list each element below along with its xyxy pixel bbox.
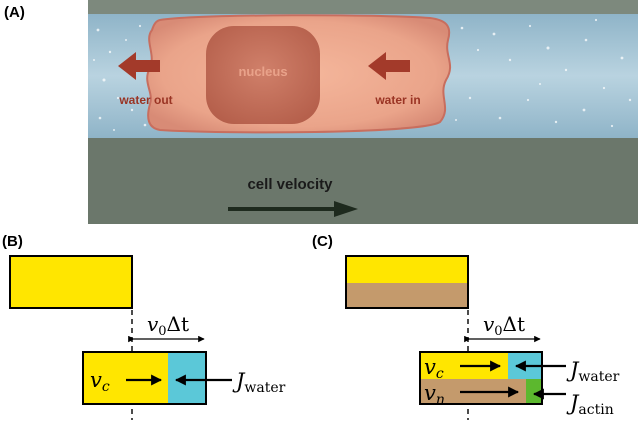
velocity-arrow bbox=[228, 201, 358, 217]
jactin-j-c: J bbox=[566, 391, 580, 415]
water-region-cyan bbox=[168, 352, 206, 404]
panel-b: (B) v0Δt vc Jwater bbox=[2, 233, 286, 420]
shift-label: v0Δt bbox=[147, 312, 189, 339]
vc-v: v bbox=[90, 368, 102, 392]
vc-sub-c: c bbox=[436, 366, 444, 382]
jwater-j-c: J bbox=[566, 358, 580, 382]
shift-delta: Δt bbox=[167, 312, 189, 336]
vc-v-c: v bbox=[424, 355, 436, 379]
initial-cell-box bbox=[9, 255, 133, 309]
initial-cell-outline bbox=[345, 255, 469, 309]
jactin-sub-c: actin bbox=[578, 402, 613, 418]
shift-v-c: v bbox=[483, 312, 495, 336]
initial-cell-top-yellow bbox=[346, 256, 468, 283]
water-out-arrow bbox=[118, 52, 160, 80]
shift-sub-c: 0 bbox=[494, 324, 502, 339]
vc-label-c: vc bbox=[424, 355, 444, 382]
vc-label: vc bbox=[90, 368, 110, 395]
panel-b-label: (B) bbox=[2, 233, 23, 250]
water-out-label: water out bbox=[118, 93, 172, 107]
water-in-label: water in bbox=[374, 93, 420, 107]
jwater-sub-c: water bbox=[578, 369, 619, 385]
shift-v: v bbox=[147, 312, 159, 336]
jwater-j: J bbox=[232, 369, 246, 393]
panel-c-label: (C) bbox=[312, 233, 333, 250]
nucleus bbox=[206, 26, 320, 124]
panel-a-label: (A) bbox=[4, 4, 25, 21]
panel-c: (C) v0Δt vc vn Jwater Jactin bbox=[312, 233, 620, 420]
vn-sub-c: n bbox=[436, 392, 445, 408]
jwater-label-c: Jwater bbox=[566, 358, 620, 385]
shift-delta-c: Δt bbox=[503, 312, 525, 336]
cell-velocity-label: cell velocity bbox=[247, 176, 333, 193]
jwater-label: Jwater bbox=[232, 369, 286, 396]
nucleus-label: nucleus bbox=[238, 64, 287, 79]
water-in-arrow bbox=[368, 52, 410, 80]
jwater-sub: water bbox=[244, 380, 285, 396]
shift-sub: 0 bbox=[158, 324, 166, 339]
moved-cell-outline bbox=[82, 351, 207, 405]
panel-a: nucleus water out water in cell velocity… bbox=[4, 0, 638, 224]
shift-label-c: v0Δt bbox=[483, 312, 525, 339]
vn-label-c: vn bbox=[424, 381, 445, 408]
channel-top-wall bbox=[88, 0, 638, 14]
actin-region-green bbox=[526, 379, 542, 404]
vc-sub: c bbox=[102, 379, 110, 395]
moved-cell-outline-c bbox=[419, 351, 543, 405]
initial-cell-bottom-brown bbox=[346, 283, 468, 308]
jactin-label-c: Jactin bbox=[566, 391, 614, 418]
vn-v-c: v bbox=[424, 381, 436, 405]
